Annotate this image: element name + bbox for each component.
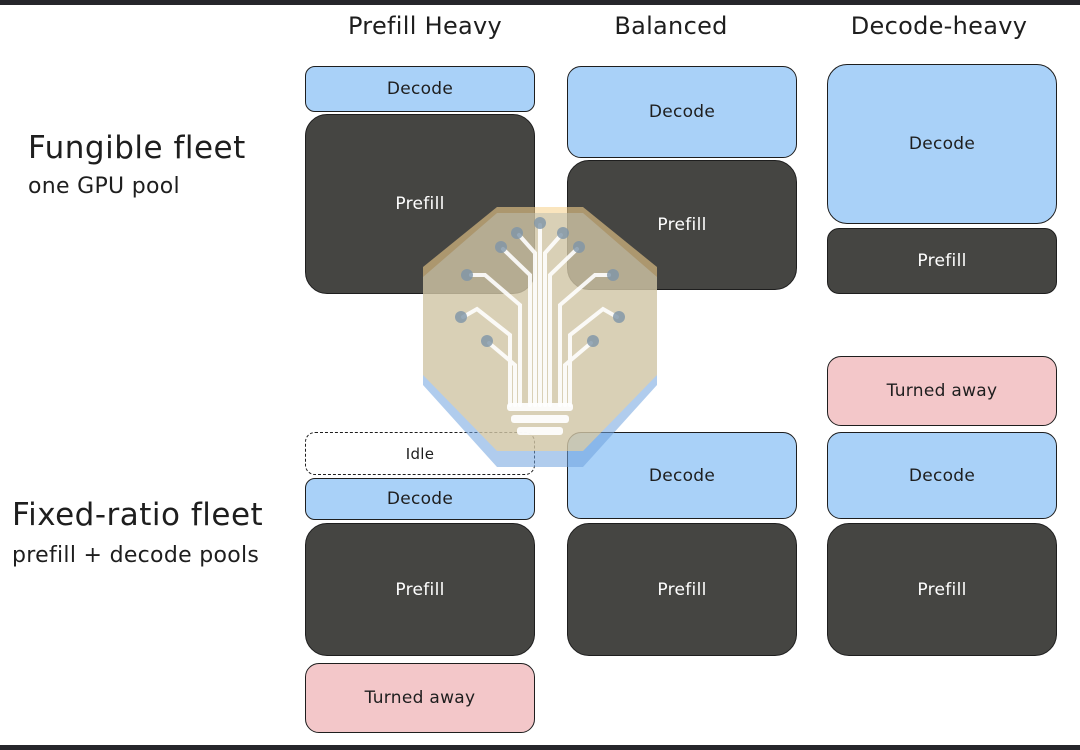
fungible-balanced-prefill-block: Prefill [567,160,797,290]
fungible-prefill-heavy-decode-block: Decode [305,66,535,112]
fungible-prefill-heavy-prefill-block: Prefill [305,114,535,294]
fixed-balanced-decode-block: Decode [567,432,797,519]
fungible-decode-heavy-prefill-block: Prefill [827,228,1057,294]
top-border [0,0,1080,5]
fixed-decode-heavy-decode-block: Decode [827,432,1057,519]
row-title-fixed-ratio-fleet: Fixed-ratio fleet [12,497,264,533]
column-header-decode-heavy: Decode-heavy [850,12,1028,40]
fixed-prefill-heavy-prefill-block: Prefill [305,523,535,656]
row-subtitle-fungible-fleet: one GPU pool [28,174,180,199]
fixed-decode-heavy-prefill-block: Prefill [827,523,1057,656]
fixed-prefill-heavy-turned-away-block: Turned away [305,663,535,733]
fixed-prefill-heavy-decode-block: Decode [305,478,535,520]
fungible-balanced-decode-block: Decode [567,66,797,158]
row-subtitle-fixed-ratio-fleet: prefill + decode pools [12,543,260,568]
fungible-decode-heavy-decode-block: Decode [827,64,1057,224]
fixed-decode-heavy-turned-away-block: Turned away [827,356,1057,426]
bottom-border [0,745,1080,750]
fixed-balanced-prefill-block: Prefill [567,523,797,656]
fixed-prefill-heavy-idle-block: Idle [305,432,535,475]
column-header-prefill-heavy: Prefill Heavy [347,12,503,40]
column-header-balanced: Balanced [614,12,728,40]
row-title-fungible-fleet: Fungible fleet [28,130,246,166]
